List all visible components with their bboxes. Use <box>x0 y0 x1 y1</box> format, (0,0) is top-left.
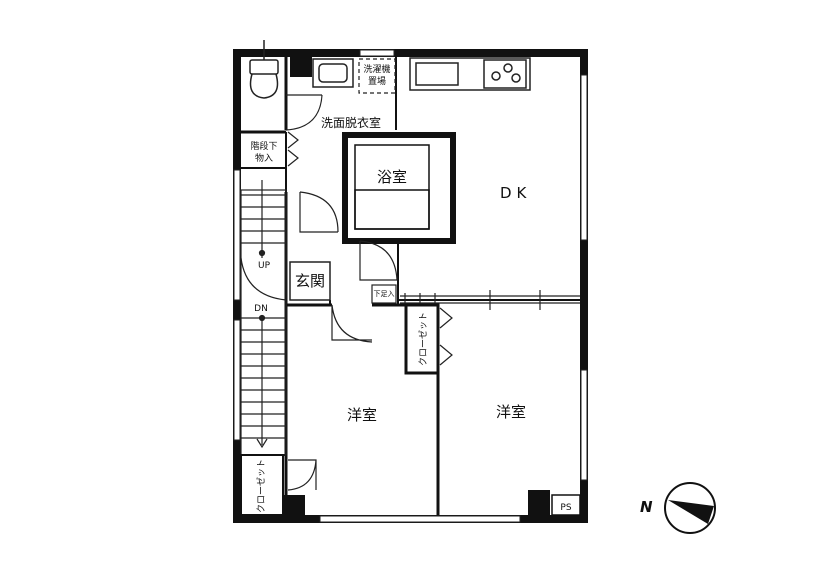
closet-left <box>240 454 284 516</box>
windows <box>233 49 588 523</box>
kitchen-counter <box>409 57 531 91</box>
label-pipe-space: PS <box>560 503 571 513</box>
label-western-room-left: 洋室 <box>347 406 377 424</box>
entrance-box <box>289 261 331 301</box>
label-washer-space-2: 置場 <box>368 75 386 87</box>
label-stairs-up: UP <box>258 261 271 271</box>
toilet-fixture <box>249 40 279 99</box>
label-bath: 浴室 <box>377 168 407 186</box>
sink-fixture <box>312 58 354 88</box>
label-closet-center: クローゼット <box>417 312 429 366</box>
label-western-room-right: 洋室 <box>496 403 526 421</box>
staircase <box>240 180 287 456</box>
sliding-door-track <box>400 290 580 310</box>
interior-walls <box>241 57 580 515</box>
compass-needle-icon <box>668 500 714 524</box>
doors <box>285 94 453 491</box>
label-dk: DK <box>500 184 531 202</box>
washer-space-box <box>358 58 396 94</box>
label-closet-left: クローゼット <box>255 459 267 513</box>
label-entrance: 玄関 <box>295 272 325 290</box>
label-shoe-box: 下足入 <box>374 290 395 298</box>
label-under-stairs-1: 階段下 <box>250 140 277 152</box>
label-washer-space-1: 洗濯機 <box>363 63 390 75</box>
label-washroom: 洗面脱衣室 <box>321 115 381 130</box>
compass: N <box>640 482 716 534</box>
label-under-stairs-2: 物入 <box>255 152 273 164</box>
pipe-space-box <box>528 490 581 516</box>
compass-north-label: N <box>640 498 653 516</box>
shoe-box <box>371 284 397 304</box>
closet-center <box>404 303 440 375</box>
corner-columns <box>283 57 312 515</box>
label-stairs-down: DN <box>254 304 268 314</box>
bathroom-walls <box>342 132 456 244</box>
